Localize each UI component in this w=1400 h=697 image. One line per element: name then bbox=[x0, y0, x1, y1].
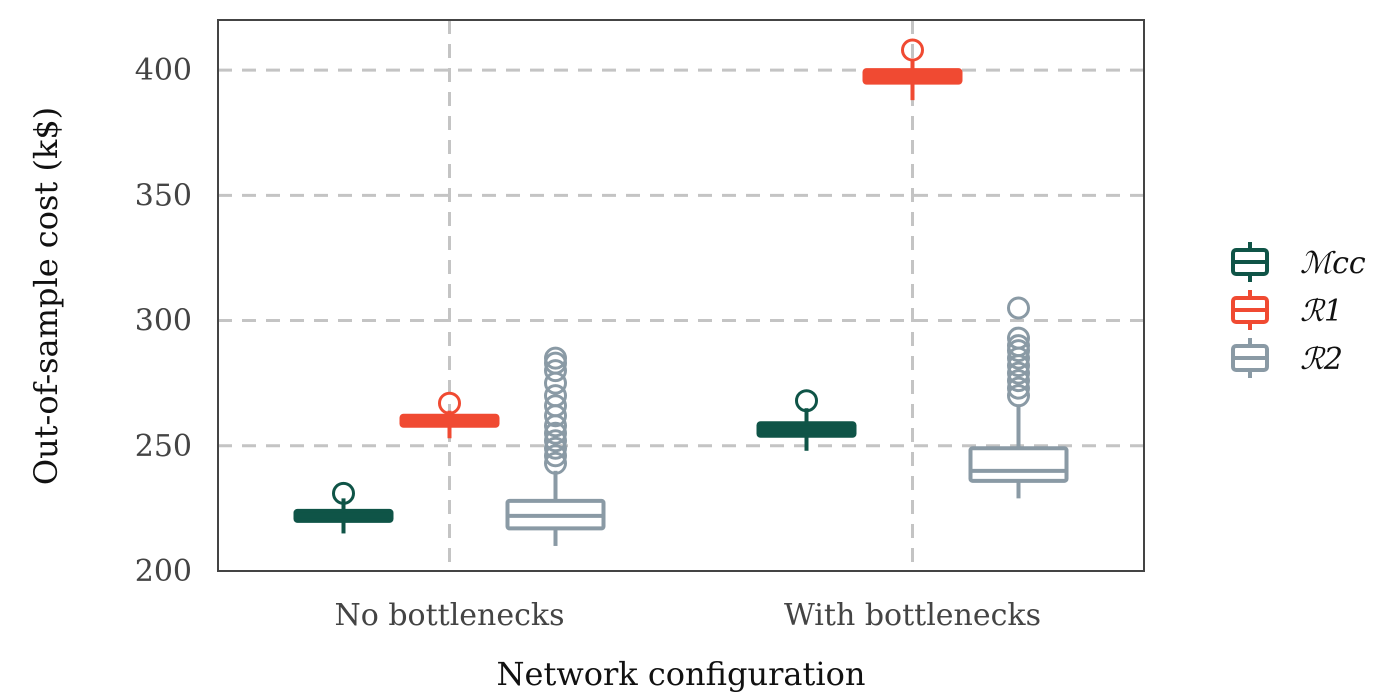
outlier-point bbox=[544, 359, 567, 383]
box-plot bbox=[862, 38, 963, 101]
y-tick-label: 200 bbox=[135, 554, 192, 589]
outlier-point bbox=[1007, 376, 1030, 400]
outlier-point bbox=[795, 389, 818, 413]
y-tick-label: 350 bbox=[135, 178, 192, 213]
legend-label: ℛ2 bbox=[1300, 342, 1343, 377]
box-body bbox=[968, 446, 1069, 483]
outlier-point bbox=[1007, 326, 1030, 350]
outlier-point bbox=[1007, 334, 1030, 358]
box-plot bbox=[968, 296, 1069, 499]
plot-area-frame bbox=[217, 19, 1145, 572]
outlier-point bbox=[1007, 361, 1030, 385]
y-tick-label: 300 bbox=[135, 304, 192, 339]
outlier-point bbox=[544, 394, 567, 418]
x-axis-ticks: No bottlenecks With bottlenecks bbox=[334, 598, 1041, 633]
outlier-point bbox=[1007, 296, 1030, 320]
x-axis-title: Network configuration bbox=[497, 655, 866, 693]
legend-item: ℳcc bbox=[1231, 242, 1366, 282]
y-tick-label: 400 bbox=[135, 53, 192, 88]
outlier-point bbox=[438, 391, 461, 415]
y-tick-label: 250 bbox=[135, 429, 192, 464]
box-body bbox=[862, 68, 963, 85]
outlier-point bbox=[1007, 369, 1030, 393]
outlier-point bbox=[544, 429, 567, 453]
legend-item: ℛ1 bbox=[1231, 290, 1343, 330]
outlier-point bbox=[544, 421, 567, 445]
box-body bbox=[399, 413, 500, 428]
outlier-point bbox=[544, 384, 567, 408]
y-axis-title: Out-of-sample cost (k$) bbox=[27, 107, 65, 485]
box-plots bbox=[293, 38, 1069, 546]
legend-label: ℳcc bbox=[1300, 246, 1366, 281]
box-plot bbox=[505, 346, 606, 546]
x-tick-label: No bottlenecks bbox=[334, 598, 564, 633]
legend-item: ℛ2 bbox=[1231, 338, 1343, 378]
outlier-point bbox=[544, 346, 567, 370]
grid-lines bbox=[218, 20, 1144, 571]
outlier-point bbox=[544, 451, 567, 475]
legend-label: ℛ1 bbox=[1300, 294, 1343, 329]
y-axis-ticks: 200 250 300 350 400 bbox=[135, 53, 192, 589]
box-plot bbox=[756, 389, 857, 451]
box-plot bbox=[293, 481, 394, 534]
outlier-point bbox=[544, 436, 567, 460]
box-body bbox=[293, 508, 394, 523]
outlier-point bbox=[901, 38, 924, 62]
outlier-point bbox=[1007, 384, 1030, 408]
outlier-point bbox=[544, 444, 567, 468]
box-body bbox=[756, 421, 857, 438]
box-plot bbox=[399, 391, 500, 439]
x-tick-label: With bottlenecks bbox=[784, 598, 1041, 633]
outlier-point bbox=[332, 481, 355, 505]
